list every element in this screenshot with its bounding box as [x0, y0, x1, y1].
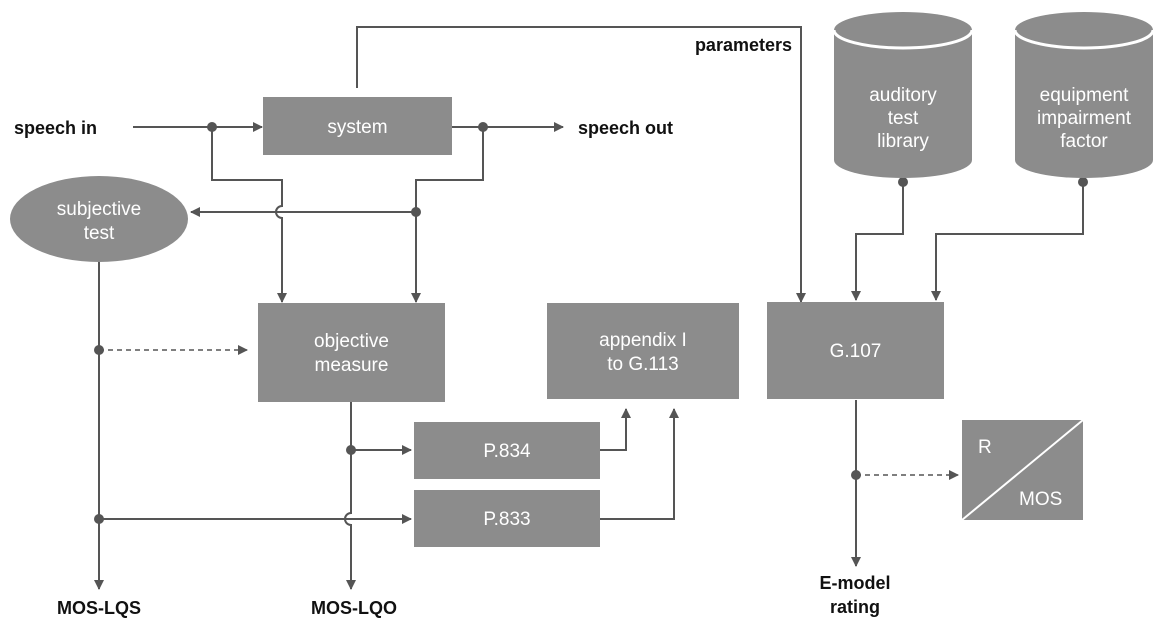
system-block: system: [263, 97, 452, 155]
p834-block: P.834: [414, 422, 600, 479]
speech-in-label: speech in: [14, 118, 97, 138]
junction-dot: [346, 445, 356, 455]
library-to-g107-path: [851, 182, 904, 301]
junction-dot: [207, 122, 217, 132]
system-label: system: [327, 117, 387, 138]
objective-measure-label-line1: objective: [314, 331, 389, 352]
speech-out-label: speech out: [578, 118, 673, 138]
r-mos-conversion-block: R MOS: [961, 419, 1084, 521]
junction-dots: [94, 122, 1088, 524]
e-model-rating-label-line2: rating: [830, 597, 880, 617]
junction-dot: [94, 514, 104, 524]
input-to-objective-path: [211, 127, 287, 303]
auditory-library-label-line3: library: [877, 131, 929, 152]
appendix-block: appendix I to G.113: [547, 303, 739, 399]
p833-block: P.833: [414, 490, 600, 547]
auditory-library-cylinder: auditory test library: [832, 12, 974, 178]
junction-dot: [94, 345, 104, 355]
mos-label: MOS: [1019, 489, 1062, 510]
parameters-label: parameters: [695, 35, 792, 55]
junction-dot: [478, 122, 488, 132]
r-label: R: [978, 437, 992, 458]
subjective-test-block: subjective test: [10, 176, 188, 262]
connectors: [94, 26, 1084, 590]
objective-measure-block: objective measure: [258, 303, 445, 402]
p834-label: P.834: [483, 441, 531, 462]
impairment-factor-label-line1: equipment: [1040, 85, 1129, 106]
auditory-library-label-line2: test: [888, 108, 919, 129]
appendix-label-line1: appendix I: [599, 330, 687, 351]
junction-dot: [898, 177, 908, 187]
g107-block: G.107: [767, 302, 944, 399]
impairment-factor-label-line2: impairment: [1037, 108, 1132, 129]
subjective-test-label-line1: subjective: [57, 199, 142, 220]
mos-lqs-label: MOS-LQS: [57, 598, 141, 618]
mos-lqo-label: MOS-LQO: [311, 598, 397, 618]
impairment-factor-label-line3: factor: [1060, 131, 1108, 152]
subjective-test-label-line2: test: [84, 223, 115, 244]
objective-to-mos-lqo-path: [344, 402, 356, 590]
objective-measure-label-line2: measure: [315, 355, 389, 376]
output-to-objective-path: [411, 127, 484, 303]
g107-label: G.107: [830, 341, 882, 362]
junction-dot: [851, 470, 861, 480]
impairment-factor-cylinder: equipment impairment factor: [1013, 12, 1154, 178]
junction-dot: [411, 207, 421, 217]
p833-label: P.833: [483, 509, 530, 530]
appendix-label-line2: to G.113: [607, 354, 678, 375]
p833-to-appendix-path: [600, 408, 679, 520]
junction-dot: [1078, 177, 1088, 187]
impairment-to-g107-path: [931, 182, 1084, 301]
parameters-path: [356, 26, 806, 303]
p834-to-appendix-path: [600, 408, 631, 451]
e-model-rating-label-line1: E-model: [819, 573, 890, 593]
auditory-library-label-line1: auditory: [869, 85, 937, 106]
